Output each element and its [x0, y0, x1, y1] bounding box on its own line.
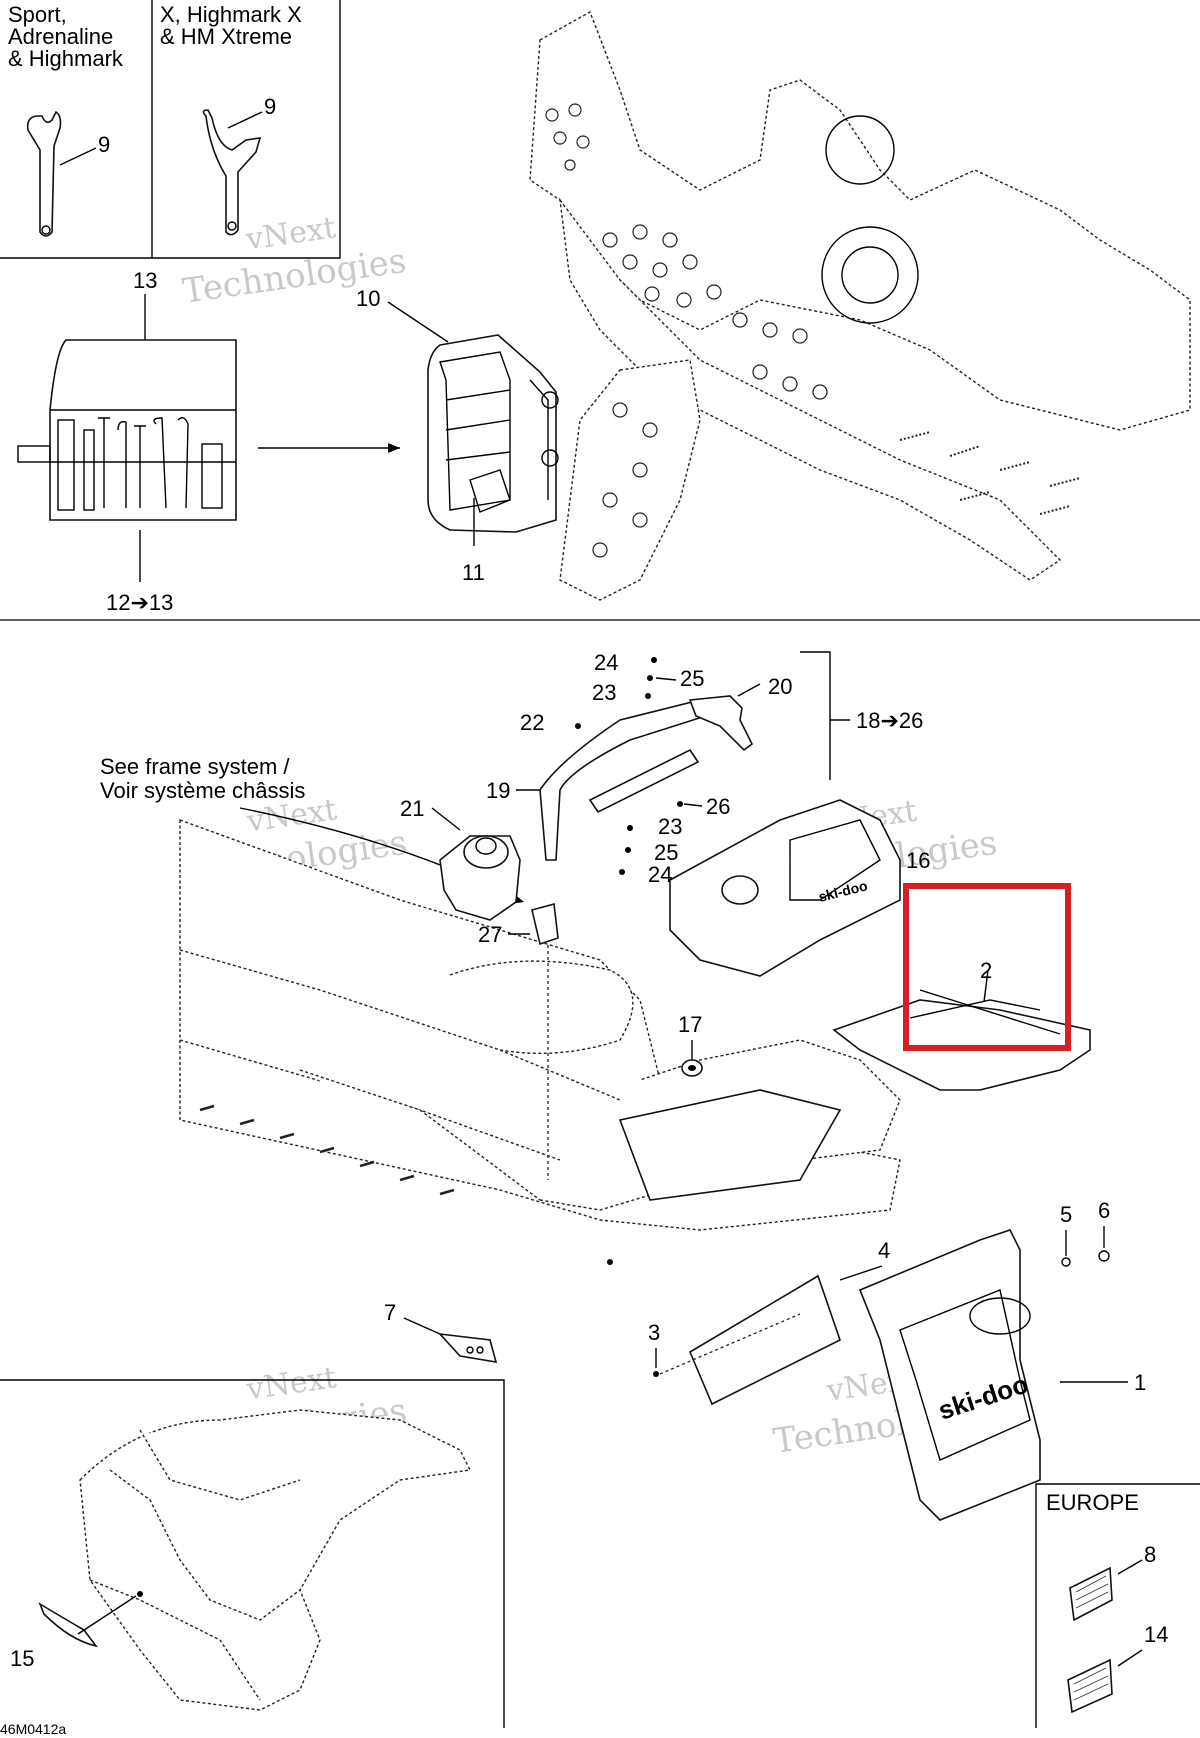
svg-text:4: 4 — [878, 1238, 890, 1263]
svg-text:16: 16 — [906, 848, 930, 873]
part-4-plate: 4 — [659, 1238, 890, 1406]
svg-text:9: 9 — [264, 94, 276, 119]
spanner-wrench-sport — [26, 110, 62, 237]
storage-compartment: 10 11 — [356, 286, 559, 585]
svg-text:vNext: vNext — [244, 1360, 339, 1407]
rear-frame-tunnel — [179, 819, 901, 1265]
svg-text:25: 25 — [654, 840, 678, 865]
fasteners-5-6: 5 6 — [1060, 1198, 1110, 1267]
svg-text:23: 23 — [658, 814, 682, 839]
svg-text:21: 21 — [400, 796, 424, 821]
variant-box-sport: Sport, Adrenaline & Highmark 9 — [0, 0, 153, 259]
svg-text:19: 19 — [486, 778, 510, 803]
svg-text:Sport,: Sport, — [8, 2, 67, 27]
svg-text:18➔26: 18➔26 — [856, 708, 923, 733]
tool-kit-bag: 13 12➔13 — [17, 268, 400, 615]
svg-text:vNext: vNext — [243, 210, 338, 257]
part-17-grommet: 17 — [678, 1012, 703, 1077]
svg-text:3: 3 — [648, 1320, 660, 1345]
svg-text:11: 11 — [462, 560, 485, 585]
bracket-18-26: 18➔26 — [800, 651, 923, 780]
svg-text:9: 9 — [98, 132, 110, 157]
part-3-screw: 3 — [648, 1320, 660, 1377]
svg-text:Voir système châssis: Voir système châssis — [100, 778, 305, 803]
svg-text:EUROPE: EUROPE — [1046, 1490, 1139, 1515]
part-20-clip: 20 — [688, 674, 792, 752]
svg-text:14: 14 — [1144, 1622, 1168, 1647]
svg-text:1: 1 — [1134, 1370, 1146, 1395]
spanner-wrench-xhm — [202, 109, 262, 236]
svg-text:25: 25 — [680, 666, 704, 691]
part-7-reflector: 7 — [384, 1300, 498, 1363]
svg-text:8: 8 — [1144, 1542, 1156, 1567]
svg-text:See frame system /: See frame system / — [100, 754, 290, 779]
part-19-strap: 19 — [486, 699, 714, 861]
part-2-pad: 2 — [832, 958, 1091, 1091]
highlight-box — [903, 883, 1071, 1051]
part-1-snow-flap: ski-doo 1 — [858, 1229, 1146, 1521]
panel-bottom-left: 15 — [0, 1379, 505, 1728]
svg-text:Adrenaline: Adrenaline — [8, 24, 113, 49]
svg-text:15: 15 — [10, 1646, 34, 1671]
drawing-code: 46M0412a — [0, 1721, 66, 1737]
svg-text:5: 5 — [1060, 1202, 1072, 1227]
svg-text:24: 24 — [594, 650, 618, 675]
part-14-reflector-plate — [1067, 1658, 1113, 1714]
variant-box-xhm: X, Highmark X & HM Xtreme 9 — [152, 0, 341, 259]
frame-tunnel — [529, 10, 1191, 601]
part-27-bracket: 27 — [478, 902, 559, 1180]
svg-text:13: 13 — [133, 268, 157, 293]
svg-text:& Highmark: & Highmark — [8, 46, 124, 71]
part-8-reflector-plate — [1069, 1566, 1113, 1622]
frame-system-note: See frame system / Voir système châssis — [100, 754, 524, 904]
svg-text:X, Highmark X: X, Highmark X — [160, 2, 302, 27]
svg-text:26: 26 — [706, 794, 730, 819]
europe-box: EUROPE 8 14 — [1035, 1483, 1200, 1728]
svg-text:17: 17 — [678, 1012, 702, 1037]
svg-text:12➔13: 12➔13 — [106, 590, 173, 615]
svg-text:23: 23 — [592, 680, 616, 705]
fasteners-22-26: 22 24 25 23 26 23 25 24 — [520, 650, 730, 887]
svg-text:7: 7 — [384, 1300, 396, 1325]
tool-set-icon — [57, 417, 223, 511]
svg-text:2: 2 — [980, 958, 992, 983]
svg-text:27: 27 — [478, 922, 502, 947]
svg-text:24: 24 — [648, 862, 672, 887]
svg-text:6: 6 — [1098, 1198, 1110, 1223]
svg-text:22: 22 — [520, 710, 544, 735]
part-21-fuel-cap: 21 — [400, 796, 521, 921]
svg-text:& HM Xtreme: & HM Xtreme — [160, 24, 292, 49]
svg-text:10: 10 — [356, 286, 380, 311]
part-16-fuel-tank: ski-doo 16 — [669, 799, 930, 977]
svg-text:20: 20 — [768, 674, 792, 699]
